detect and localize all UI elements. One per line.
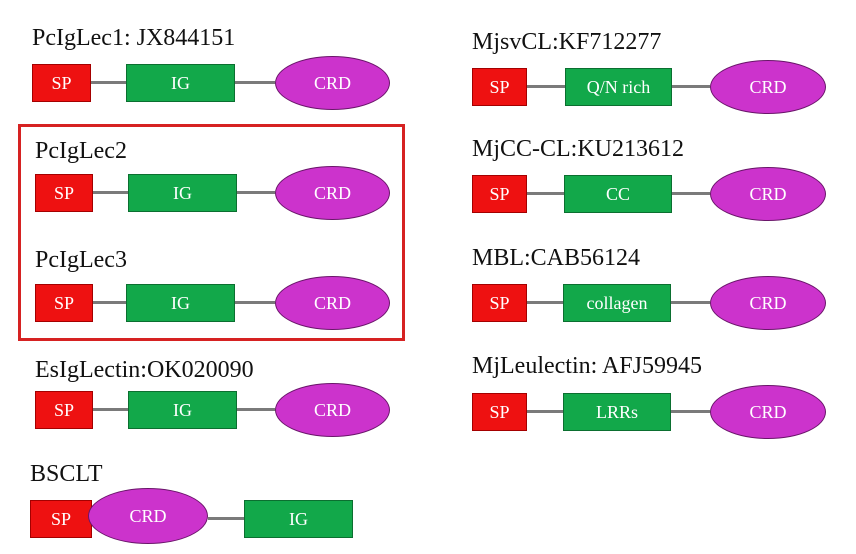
protein-label: PcIgLec3	[35, 247, 127, 273]
linker	[237, 191, 275, 194]
protein-architecture: SP Q/N rich CRD	[0, 60, 856, 114]
collagen-domain: collagen	[563, 284, 671, 322]
linker	[671, 301, 710, 304]
protein-label: MBL:CAB56124	[472, 245, 641, 271]
protein-label: MjLeulectin: AFJ59945	[472, 353, 702, 379]
crd-domain: CRD	[275, 276, 390, 330]
sp-domain: SP	[35, 391, 93, 429]
linker	[527, 301, 563, 304]
protein-architecture: SP IG CRD	[0, 56, 856, 110]
protein-label: PcIgLec1: JX844151	[32, 25, 236, 51]
crd-domain: CRD	[275, 383, 390, 437]
ig-domain: IG	[126, 64, 235, 102]
sp-domain: SP	[472, 393, 527, 431]
lrrs-domain: LRRs	[563, 393, 671, 431]
linker	[527, 410, 563, 413]
sp-domain: SP	[472, 284, 527, 322]
protein-label: PcIgLec2	[35, 138, 127, 164]
linker	[527, 85, 565, 88]
crd-domain: CRD	[275, 56, 390, 110]
crd-domain: CRD	[710, 385, 826, 439]
protein-architecture: SP IG CRD	[0, 276, 856, 330]
protein-label: MjsvCL:KF712277	[472, 29, 662, 55]
protein-architecture: SP CC CRD	[0, 167, 856, 221]
ig-domain: IG	[244, 500, 353, 538]
crd-domain: CRD	[710, 60, 826, 114]
protein-architecture: SP IG CRD	[0, 166, 856, 220]
crd-domain: CRD	[710, 167, 826, 221]
crd-domain: CRD	[275, 166, 390, 220]
crd-domain: CRD	[88, 488, 208, 544]
linker	[235, 81, 275, 84]
linker	[235, 301, 275, 304]
protein-label: MjCC-CL:KU213612	[472, 136, 685, 162]
linker	[93, 301, 126, 304]
protein-architecture: SP IG CRD	[0, 383, 856, 437]
linker	[672, 85, 710, 88]
linker	[91, 81, 126, 84]
protein-architecture: SP CRD IG	[0, 488, 856, 544]
linker	[237, 408, 275, 411]
ig-domain: IG	[128, 391, 237, 429]
linker	[93, 191, 128, 194]
protein-architecture: SP LRRs CRD	[0, 385, 856, 439]
sp-domain: SP	[472, 175, 527, 213]
qn-rich-domain: Q/N rich	[565, 68, 672, 106]
sp-domain: SP	[30, 500, 92, 538]
ig-domain: IG	[128, 174, 237, 212]
sp-domain: SP	[32, 64, 91, 102]
protein-architecture: SP collagen CRD	[0, 276, 856, 330]
linker	[93, 408, 128, 411]
linker	[208, 517, 244, 520]
cc-domain: CC	[564, 175, 672, 213]
sp-domain: SP	[35, 174, 93, 212]
highlight-box	[18, 124, 405, 341]
sp-domain: SP	[472, 68, 527, 106]
protein-label: BSCLT	[30, 461, 103, 487]
crd-domain: CRD	[710, 276, 826, 330]
ig-domain: IG	[126, 284, 235, 322]
linker	[672, 192, 710, 195]
sp-domain: SP	[35, 284, 93, 322]
linker	[527, 192, 564, 195]
linker	[671, 410, 710, 413]
protein-label: EsIgLectin:OK020090	[35, 357, 254, 383]
